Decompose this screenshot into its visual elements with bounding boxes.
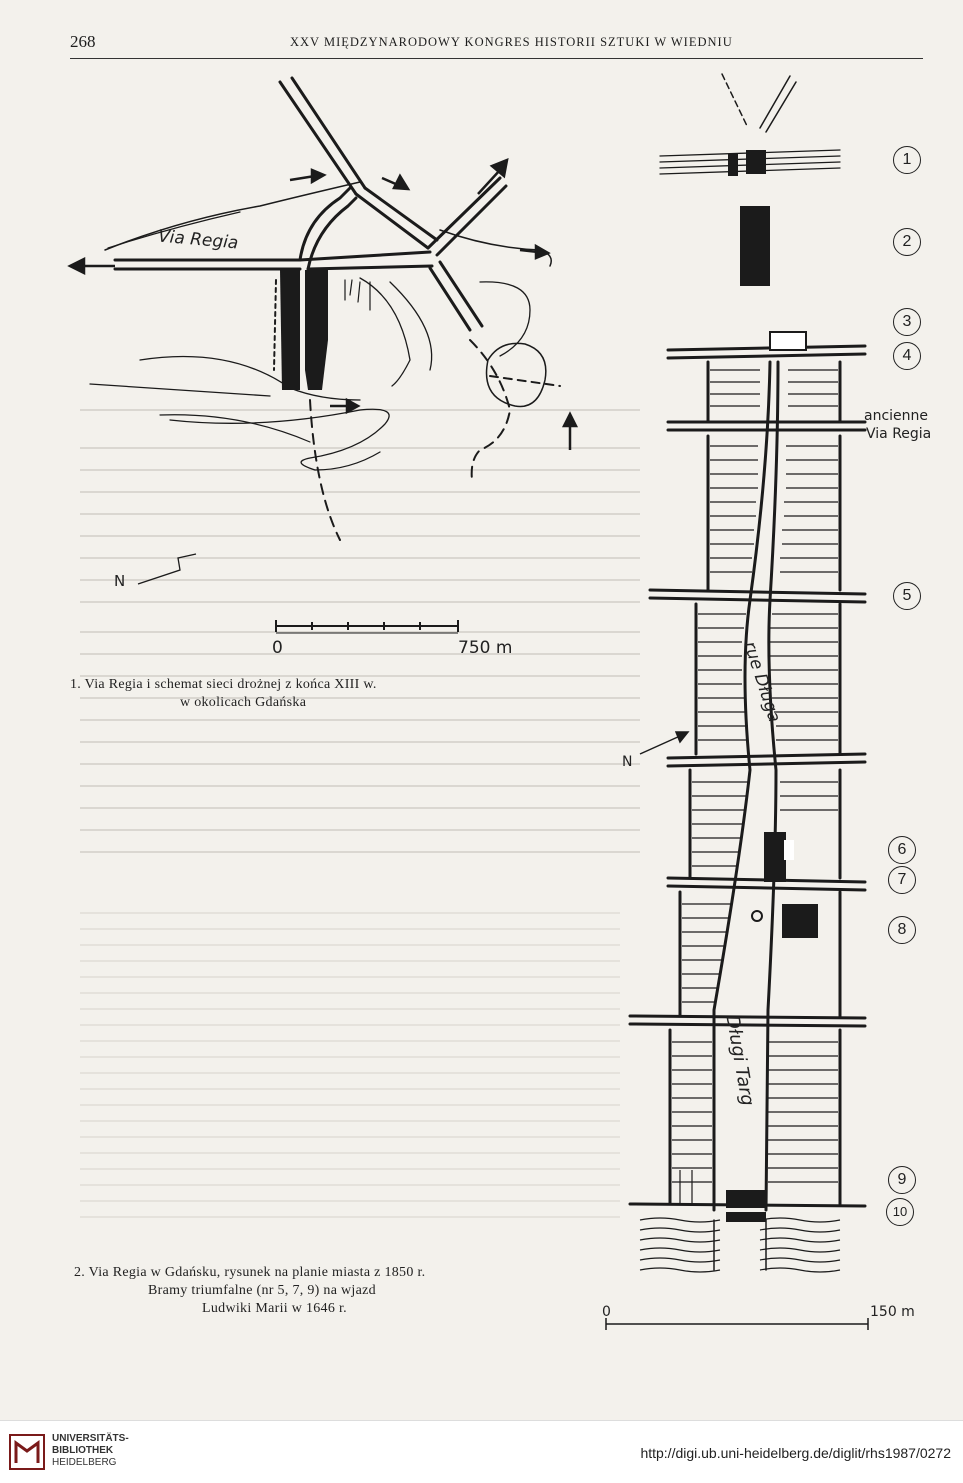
figure-2-caption-line-2: Bramy triumfalne (nr 5, 7, 9) na wjazd: [148, 1283, 376, 1298]
figure-1-map: Via Regia N 0 750 m: [60, 70, 600, 670]
north-label: N: [114, 572, 126, 590]
page-number: 268: [70, 32, 96, 51]
library-name-line-3: HEIDELBERG: [52, 1457, 117, 1468]
bleed-through-footnote-lines: [80, 912, 620, 1218]
scale-end-label-2: 150 m: [870, 1304, 915, 1320]
bleed-through-footnotes: [80, 905, 640, 1265]
marker-7: 7: [888, 866, 916, 894]
north-label-2: N: [622, 754, 633, 770]
figure-1-caption: 1. Via Regia i schemat sieci drożnej z k…: [70, 676, 470, 712]
figure-2-caption: 2. Via Regia w Gdańsku, rysunek na plani…: [74, 1264, 594, 1318]
bleed-through-lines: [80, 409, 640, 853]
marker-1: 1: [893, 146, 921, 174]
bleed-through-text: [80, 400, 900, 860]
ancienne-via-regia-label: Via Regia: [866, 426, 932, 442]
marker-10: 10: [886, 1198, 914, 1226]
figure-1-caption-line-1: 1. Via Regia i schemat sieci drożnej z k…: [70, 677, 377, 692]
marker-9: 9: [888, 1166, 916, 1194]
figure-1-drawing: [67, 76, 579, 634]
library-name-line-2: BIBLIOTHEK: [52, 1445, 114, 1456]
library-name[interactable]: UNIVERSITÄTS- BIBLIOTHEK HEIDELBERG: [52, 1433, 129, 1469]
marker-2: 2: [893, 228, 921, 256]
figure-2-plan: ancienne Via Regia rue Długa Długi Targ …: [600, 70, 950, 1340]
figure-2-caption-line-3: Ludwiki Marii w 1646 r.: [202, 1301, 347, 1316]
library-name-line-1: UNIVERSITÄTS-: [52, 1433, 129, 1444]
marker-8: 8: [888, 916, 916, 944]
marker-3: 3: [893, 308, 921, 336]
figure-2-caption-line-1: 2. Via Regia w Gdańsku, rysunek na plani…: [74, 1265, 426, 1280]
figure-2-drawing: [605, 73, 869, 1330]
scale-end-label: 750 m: [458, 638, 513, 658]
marker-6: 6: [888, 836, 916, 864]
running-head: 268 XXV MIĘDZYNARODOWY KONGRES HISTORII …: [70, 28, 923, 59]
document-page: 268 XXV MIĘDZYNARODOWY KONGRES HISTORII …: [60, 28, 950, 1340]
footer-bar: UNIVERSITÄTS- BIBLIOTHEK HEIDELBERG http…: [0, 1420, 963, 1483]
running-title: XXV MIĘDZYNARODOWY KONGRES HISTORII SZTU…: [290, 35, 733, 49]
ancienne-label: ancienne: [864, 408, 929, 424]
scale-zero-label: 0: [272, 638, 283, 658]
permalink-url[interactable]: http://digi.ub.uni-heidelberg.de/diglit/…: [640, 1445, 951, 1461]
figure-1-caption-line-2: w okolicach Gdańska: [180, 695, 307, 710]
marker-4: 4: [893, 342, 921, 370]
scale-zero-label-2: 0: [602, 1304, 611, 1320]
library-logo-icon[interactable]: [8, 1433, 46, 1471]
marker-5: 5: [893, 582, 921, 610]
